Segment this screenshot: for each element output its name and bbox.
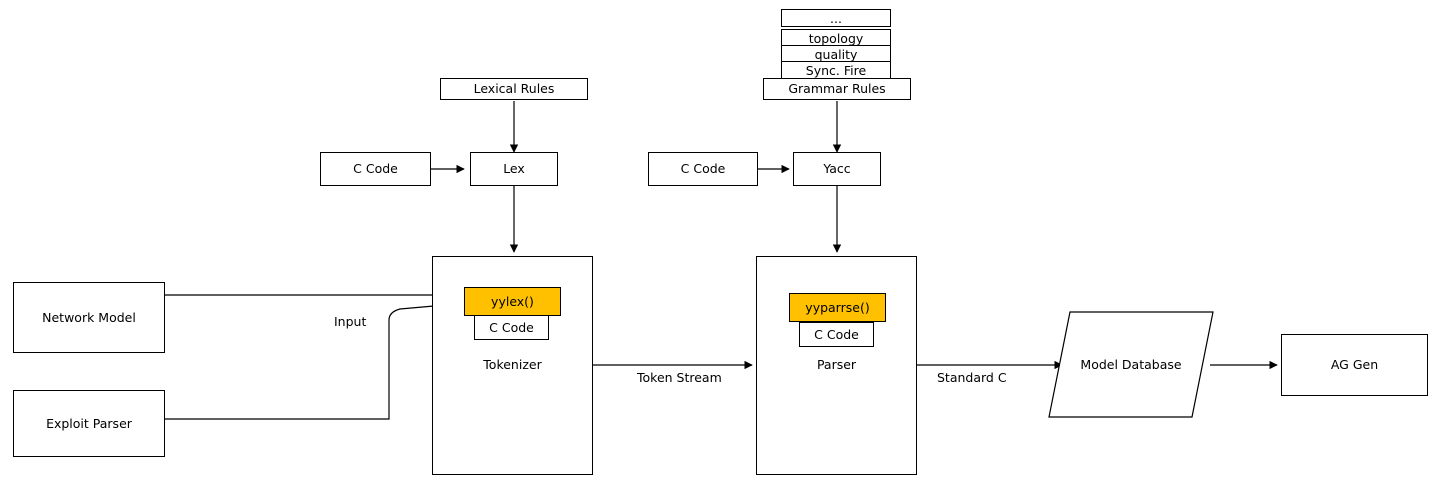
lex-label: Lex [503, 161, 525, 177]
parser-c-code-label: C Code [814, 326, 859, 342]
model-database-outline [1048, 311, 1214, 418]
tokenizer-title: Tokenizer [483, 357, 542, 372]
grammar-stack-item-label: Sync. Fire [805, 62, 867, 78]
lex-box: Lex [470, 152, 558, 186]
c-code-yacc-box: C Code [648, 152, 758, 186]
model-database-label: Model Database [1080, 357, 1182, 372]
yacc-label: Yacc [823, 161, 851, 177]
ag-gen-box: AG Gen [1281, 334, 1428, 396]
c-code-lex-box: C Code [320, 152, 431, 186]
edge-label-token-stream: Token Stream [637, 370, 722, 385]
c-code-lex-label: C Code [353, 161, 398, 177]
parser-title: Parser [816, 357, 857, 372]
grammar-stack-item-3: Sync. Fire [781, 61, 891, 79]
edge-label-input: Input [334, 314, 367, 329]
yylex-label: yylex() [491, 293, 534, 309]
yacc-box: Yacc [793, 152, 881, 186]
tokenizer-c-code-box: C Code [474, 315, 549, 340]
ag-gen-label: AG Gen [1330, 357, 1379, 373]
exploit-parser-box: Exploit Parser [13, 390, 165, 457]
lexical-rules-label: Lexical Rules [473, 81, 555, 97]
parser-c-code-box: C Code [799, 322, 874, 347]
grammar-rules-label: Grammar Rules [788, 81, 886, 97]
lexical-rules-box: Lexical Rules [440, 78, 588, 100]
grammar-stack-item-0: ... [781, 9, 891, 27]
edge-label-standard-c: Standard C [937, 370, 1007, 385]
parser-container: Parser [756, 256, 917, 475]
exploit-parser-label: Exploit Parser [46, 415, 132, 431]
grammar-rules-box: Grammar Rules [763, 78, 911, 100]
grammar-stack-item-label: ... [830, 10, 842, 26]
grammar-stack-item-2: quality [781, 45, 891, 63]
yylex-box: yylex() [464, 287, 561, 316]
yyparse-label: yyparrse() [805, 299, 870, 315]
grammar-stack-item-label: topology [808, 30, 864, 46]
model-database-shape: Model Database [1048, 311, 1214, 418]
network-model-label: Network Model [42, 309, 136, 325]
c-code-yacc-label: C Code [680, 161, 726, 177]
network-model-box: Network Model [13, 282, 165, 353]
yyparse-box: yyparrse() [789, 293, 886, 322]
tokenizer-c-code-label: C Code [489, 319, 534, 335]
edge-exploitparser-yylex [165, 299, 469, 420]
grammar-stack-item-label: quality [814, 46, 858, 62]
